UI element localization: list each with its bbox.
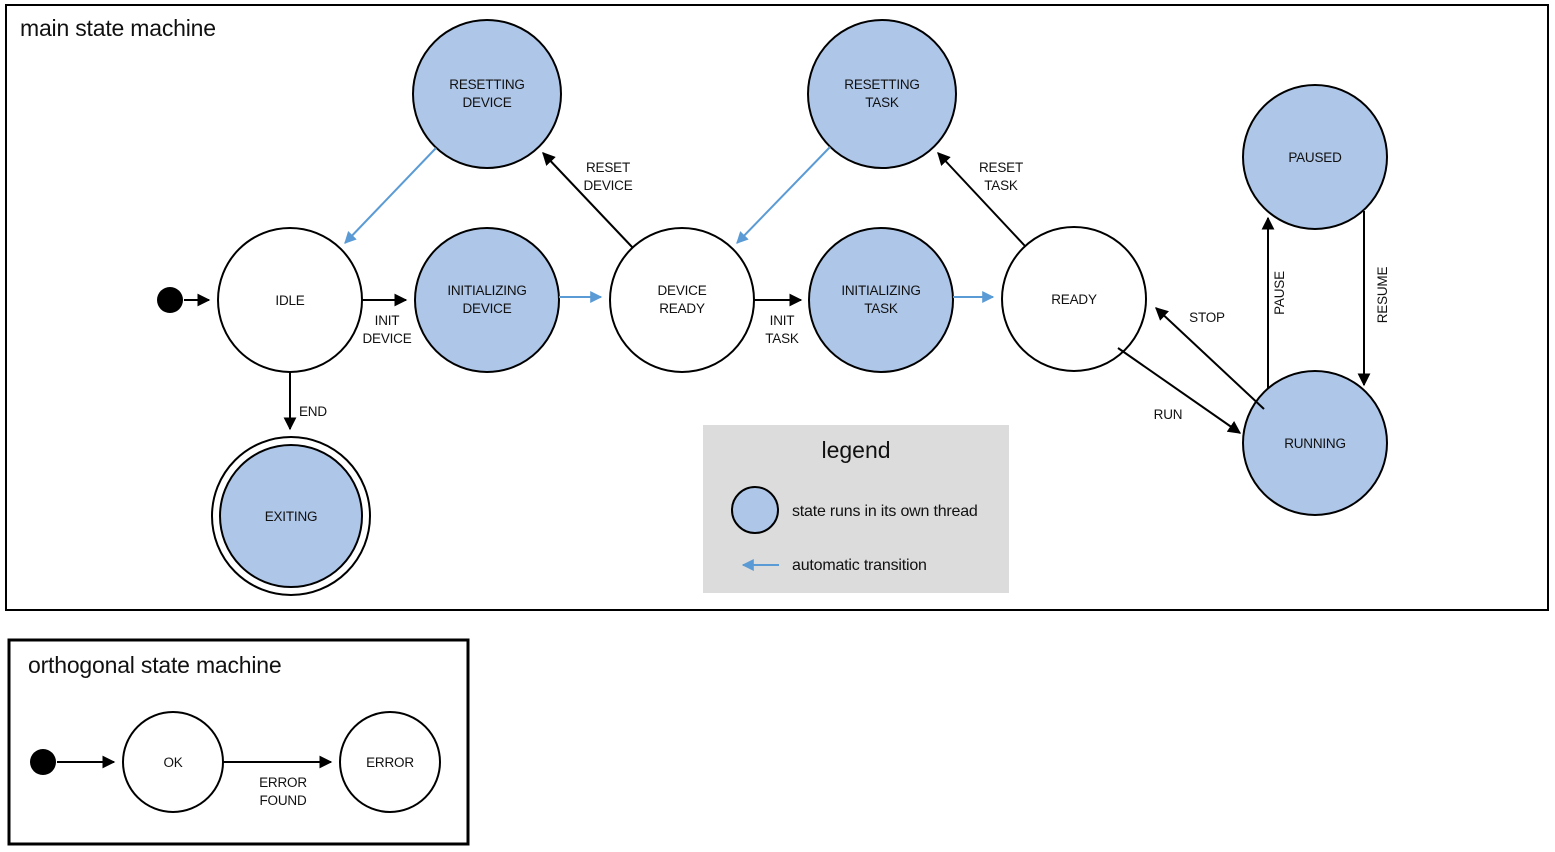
transition-reset-device-arrow — [542, 152, 634, 249]
state-error-circle — [339, 711, 441, 813]
state-resetting-device-circle — [412, 19, 562, 169]
state-paused-label: PAUSED — [1288, 150, 1342, 165]
state-exiting: EXITING — [211, 436, 371, 596]
legend-thread-item-label: state runs in its own thread — [792, 503, 978, 520]
transition-pause-label: PAUSE — [1272, 271, 1287, 315]
transition-end-label: END — [299, 404, 327, 419]
transition-run-arrow — [1117, 347, 1242, 434]
auto-transition-resettask-deviceready-arrow — [736, 146, 831, 244]
state-exiting-label: EXITING — [265, 509, 318, 524]
state-paused-circle — [1242, 84, 1388, 230]
state-error-label: ERROR — [366, 755, 414, 770]
state-resetting-task-circle — [807, 19, 957, 169]
transition-stop-arrow — [1155, 307, 1265, 410]
main-title: main state machine — [20, 15, 216, 41]
auto-transition-resetdev-idle-arrow — [344, 147, 437, 244]
legend: legend state runs in its own thread auto… — [703, 425, 1009, 593]
state-running-label: RUNNING — [1284, 436, 1346, 451]
state-initializing-task-circle — [808, 227, 954, 373]
state-idle: IDLE — [217, 227, 363, 373]
state-paused: PAUSED — [1242, 84, 1388, 230]
state-error: ERROR — [339, 711, 441, 813]
state-ready-label: READY — [1051, 292, 1097, 307]
state-idle-label: IDLE — [275, 293, 304, 308]
state-ok: OK — [122, 711, 224, 813]
state-ready-circle — [1001, 226, 1147, 372]
legend-auto-item-label: automatic transition — [792, 557, 927, 574]
legend-threaded-state-icon — [731, 486, 779, 534]
legend-title: legend — [821, 437, 890, 463]
state-initializing-device-circle — [414, 227, 560, 373]
orthogonal-title: orthogonal state machine — [28, 652, 281, 678]
initial-state-dot — [157, 287, 183, 313]
state-ok-label: OK — [163, 755, 182, 770]
state-running-circle — [1242, 370, 1388, 516]
state-device-ready-circle — [609, 227, 755, 373]
state-running: RUNNING — [1242, 370, 1388, 516]
transition-run-label: RUN — [1154, 407, 1183, 422]
transition-resume-label: RESUME — [1375, 267, 1390, 324]
orthogonal-initial-state-dot — [30, 749, 56, 775]
state-exiting-inner-circle — [219, 444, 363, 588]
transition-stop-label: STOP — [1189, 310, 1225, 325]
state-ready: READY — [1001, 226, 1147, 372]
transition-reset-task-arrow — [937, 152, 1026, 247]
